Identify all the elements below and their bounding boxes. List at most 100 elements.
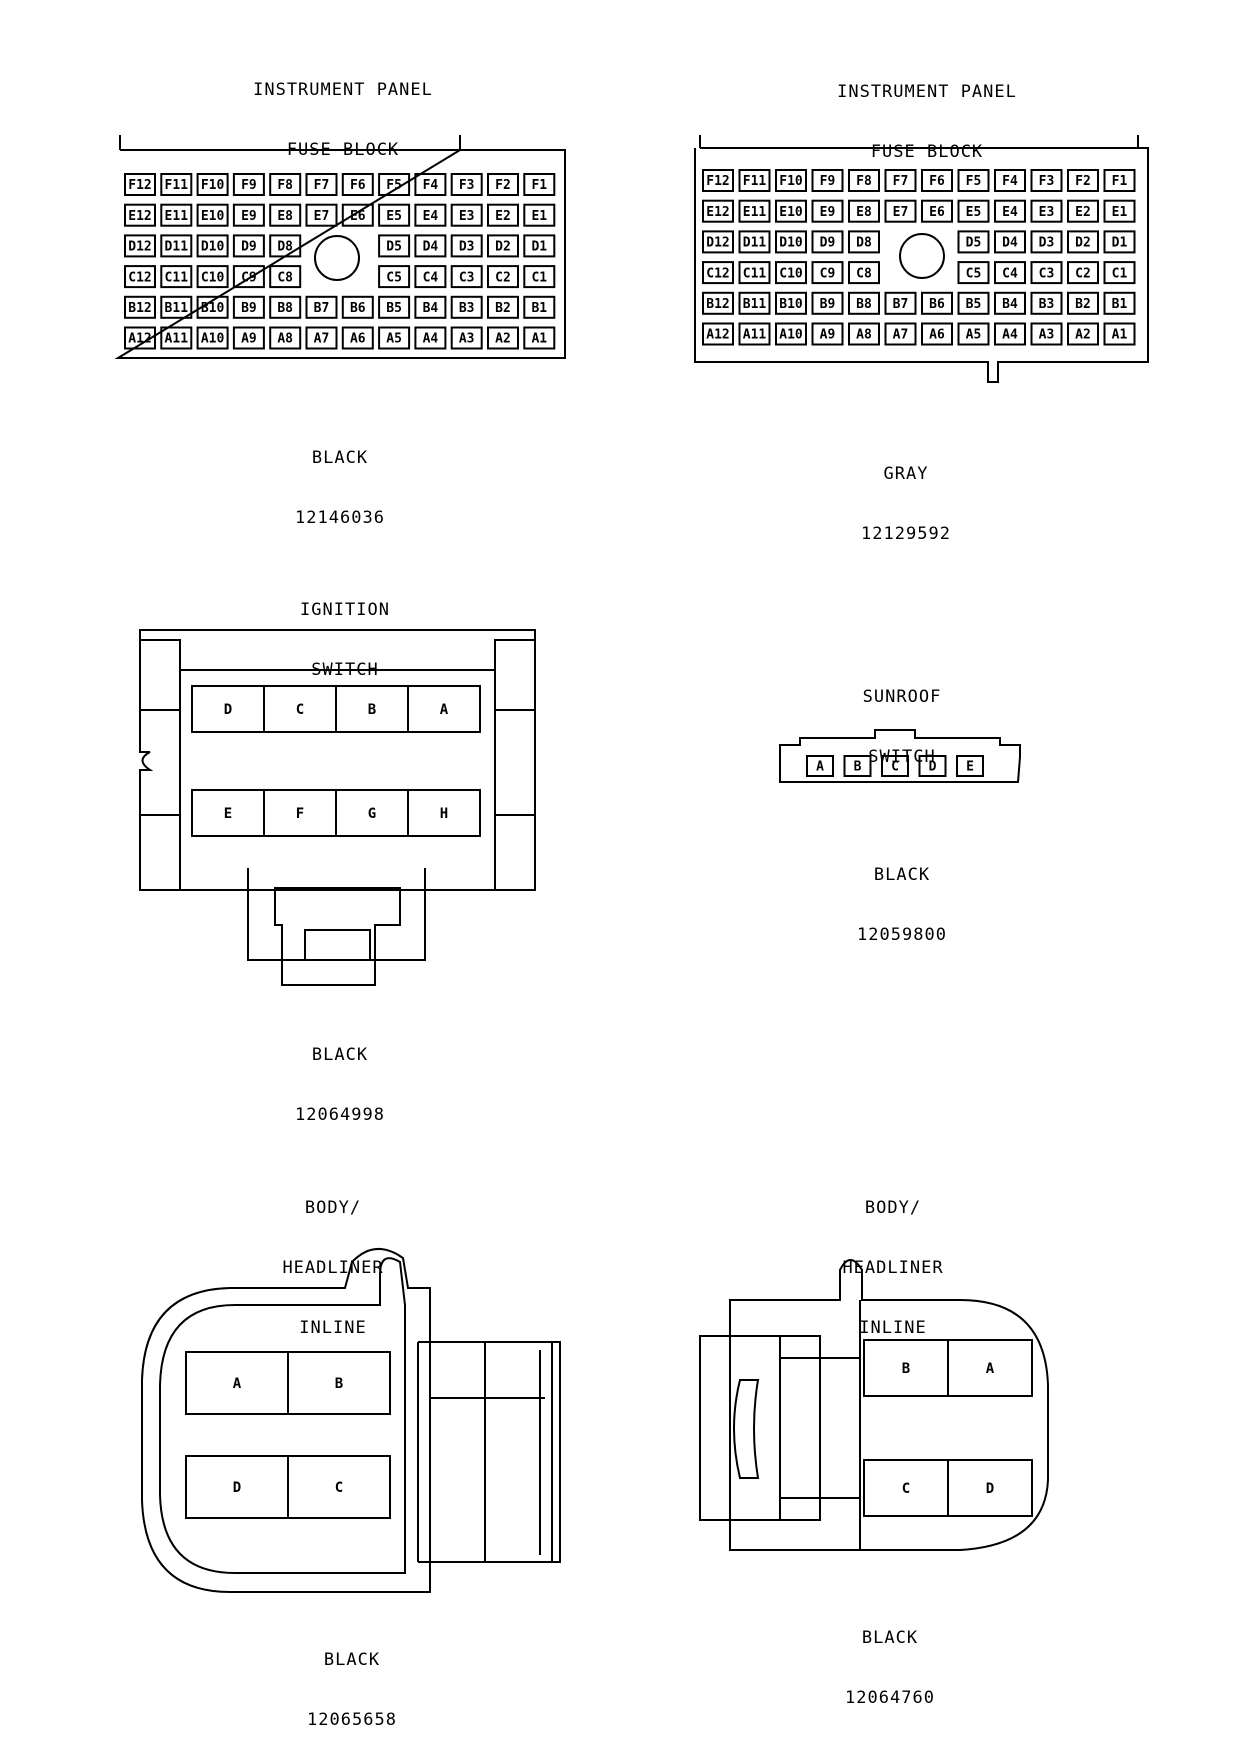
pin-cavity xyxy=(1067,261,1099,285)
pin-b8: B8 xyxy=(848,291,880,315)
pin-cavity xyxy=(407,789,481,837)
pin-cavity xyxy=(884,199,917,223)
pin-cavity xyxy=(523,234,556,258)
pin-cavity xyxy=(160,295,193,319)
pin-label: B7 xyxy=(314,301,330,316)
pin-f2: F2 xyxy=(487,173,519,196)
pin-label: C8 xyxy=(277,270,293,285)
pin-label: C5 xyxy=(966,266,982,281)
pin-cavity xyxy=(775,230,807,254)
pin-label: A10 xyxy=(201,332,225,347)
pin-c5: C5 xyxy=(957,261,990,285)
pin-e11: E11 xyxy=(738,199,771,223)
pin-b5: B5 xyxy=(378,295,411,319)
pin-label: E9 xyxy=(241,209,257,224)
ipfb-black-caption: BLACK 12146036 xyxy=(295,408,385,548)
pin-a9: A9 xyxy=(232,326,265,350)
part-number: 12146036 xyxy=(295,508,385,528)
pin-cavity xyxy=(702,322,734,346)
pin-b12: B12 xyxy=(702,291,734,315)
pin-cavity xyxy=(811,199,844,223)
body-right-side-frame xyxy=(699,1300,861,1550)
part-number: 12064998 xyxy=(295,1105,385,1125)
pin-b12: B12 xyxy=(124,295,156,319)
pin-f3: F3 xyxy=(450,173,483,196)
pin-label: F3 xyxy=(459,178,475,193)
pin-cavity xyxy=(994,291,1026,315)
pin-cavity xyxy=(196,234,229,258)
pin-e12: E12 xyxy=(702,199,734,223)
pin-cavity xyxy=(738,230,771,254)
ipfb-gray-title: INSTRUMENT PANEL FUSE BLOCK xyxy=(837,42,1017,182)
ignition-right-tab-bottom xyxy=(494,814,536,891)
pin-d9: D9 xyxy=(811,230,844,254)
pin-e5: E5 xyxy=(957,199,990,223)
pin-cavity xyxy=(811,169,844,192)
pin-label: E11 xyxy=(743,205,767,220)
pin-a: A xyxy=(806,755,834,777)
part-number: 12065658 xyxy=(307,1710,397,1730)
pin-label: C8 xyxy=(856,266,872,281)
pin-e3: E3 xyxy=(450,203,483,227)
pin-label: D8 xyxy=(856,236,872,251)
sunroof-title: SUNROOF SWITCH xyxy=(863,647,942,787)
pin-cavity xyxy=(738,169,771,192)
pin-cavity xyxy=(305,203,338,227)
pin-a11: A11 xyxy=(160,326,193,350)
pin-label: F7 xyxy=(314,178,330,193)
pin-b10: B10 xyxy=(196,295,229,319)
pin-label: C3 xyxy=(459,270,475,285)
pin-cavity xyxy=(305,326,338,350)
pin-label: F6 xyxy=(929,174,945,189)
pin-b8: B8 xyxy=(269,295,302,319)
pin-label: C9 xyxy=(820,266,836,281)
pin-e5: E5 xyxy=(378,203,411,227)
pin-label: D12 xyxy=(128,240,151,255)
pin-b2: B2 xyxy=(1067,291,1099,315)
pin-cavity xyxy=(848,199,880,223)
pin-cavity xyxy=(1030,322,1063,346)
pin-label: C xyxy=(902,1481,910,1497)
pin-cavity xyxy=(921,291,953,315)
pin-cavity xyxy=(957,261,990,285)
pin-cavity xyxy=(232,173,265,196)
pin-cavity xyxy=(196,326,229,350)
pin-label: E3 xyxy=(459,209,475,224)
ignition-left-tab-top xyxy=(139,639,181,711)
pin-label: E9 xyxy=(820,205,836,220)
ipfb-gray-housing xyxy=(694,135,1149,383)
color-label: BLACK xyxy=(323,1650,381,1670)
pin-d5: D5 xyxy=(957,230,990,254)
pin-d11: D11 xyxy=(160,234,193,258)
pin-c12: C12 xyxy=(124,265,156,289)
pin-f5: F5 xyxy=(957,169,990,192)
pin-label: B xyxy=(902,1361,910,1377)
pin-label: A xyxy=(986,1361,995,1377)
pin-f12: F12 xyxy=(124,173,156,196)
pin-label: B xyxy=(368,702,376,718)
ipfb-gray-caption: GRAY 12129592 xyxy=(861,424,951,564)
pin-b7: B7 xyxy=(884,291,917,315)
pin-label: B2 xyxy=(495,301,511,316)
pin-cavity xyxy=(738,291,771,315)
pin-d4: D4 xyxy=(994,230,1026,254)
pin-cavity xyxy=(1030,230,1063,254)
pin-label: C12 xyxy=(128,270,151,285)
pin-label: A12 xyxy=(706,328,729,343)
pin-label: E5 xyxy=(966,205,982,220)
pin-label: C4 xyxy=(1002,266,1018,281)
pin-cavity xyxy=(921,169,953,192)
pin-cavity xyxy=(994,261,1026,285)
pin-cavity xyxy=(881,755,909,777)
ignition-latch xyxy=(247,868,426,986)
pin-label: F1 xyxy=(1112,174,1128,189)
pin-label: A8 xyxy=(856,328,872,343)
pin-label: F5 xyxy=(386,178,402,193)
pin-c8: C8 xyxy=(269,265,302,289)
pin-cavity xyxy=(947,1459,1033,1517)
pin-cavity xyxy=(487,265,519,289)
pin-f7: F7 xyxy=(305,173,338,196)
